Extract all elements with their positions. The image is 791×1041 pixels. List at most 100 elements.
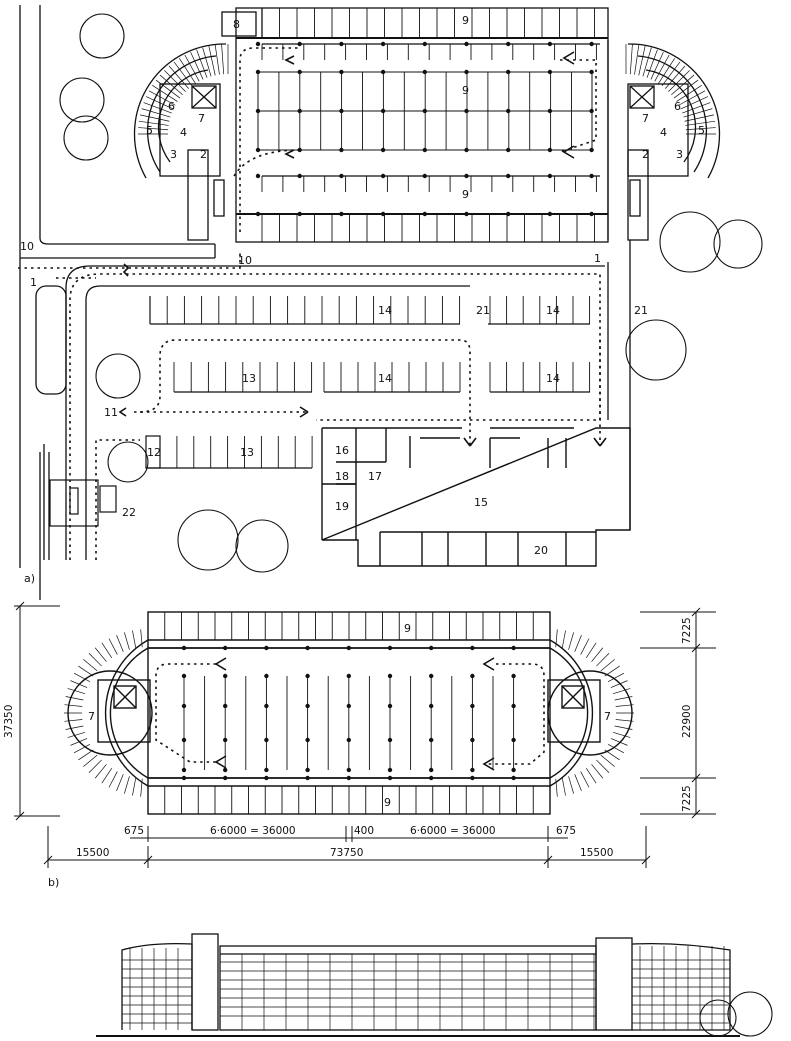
ramp-tread — [642, 47, 652, 77]
dim-total-height: 37350 — [3, 705, 15, 738]
column-dot — [181, 767, 187, 773]
column-dot — [346, 645, 351, 651]
column-dot — [429, 645, 434, 651]
ramp-tread — [615, 719, 634, 722]
column-dot — [346, 737, 351, 743]
ramp-tread — [685, 127, 716, 131]
column-dot — [339, 41, 344, 47]
ramp-tread — [673, 79, 699, 99]
label-10-right: 10 — [238, 254, 252, 267]
ramp-tread — [179, 58, 196, 84]
ramp-tread — [196, 49, 208, 78]
column-dot — [547, 69, 553, 75]
column-dot — [387, 673, 393, 679]
column-dot — [429, 737, 434, 743]
column-dot — [511, 645, 516, 651]
ramp-tread — [658, 58, 675, 84]
column-dot — [470, 673, 475, 679]
dim-bay-right: 6·6000 = 36000 — [410, 825, 496, 837]
ramp-tread — [561, 777, 566, 796]
column-dot — [380, 69, 386, 75]
ramp-tread — [83, 754, 98, 767]
ramp-tread — [661, 61, 681, 87]
ramp-tread — [64, 719, 83, 722]
column-dot — [589, 41, 594, 47]
ramp-tread — [139, 114, 170, 122]
ramp-tread — [140, 778, 143, 797]
column-dot — [339, 173, 344, 179]
ramp-tread — [132, 630, 137, 649]
column-dot — [346, 767, 351, 773]
column-dot — [264, 775, 269, 781]
column-dot — [422, 41, 427, 47]
column-dot — [511, 767, 516, 773]
column-dot — [429, 767, 434, 773]
ramp-tower-right — [627, 43, 721, 241]
column-dot — [223, 673, 228, 679]
column-dot — [506, 69, 511, 75]
column-dot — [506, 41, 511, 47]
column-dot — [223, 767, 228, 773]
ramp-tread — [73, 672, 91, 682]
ramp-tread — [155, 79, 181, 99]
column-dot — [511, 775, 516, 781]
traffic-arrows — [118, 51, 607, 447]
column-dot — [511, 737, 516, 743]
dim-bay-left: 6·6000 = 36000 — [210, 825, 296, 837]
column-dot — [547, 147, 553, 153]
column-dot — [387, 775, 393, 781]
column-dot — [264, 645, 269, 651]
column-dot — [380, 173, 386, 179]
ramp-tread — [138, 127, 169, 131]
ramp-tread — [613, 731, 631, 738]
ramp-tread — [676, 85, 702, 102]
column-dot — [297, 173, 302, 179]
label-13-b: 13 — [240, 446, 254, 459]
ramp-tread — [64, 704, 83, 707]
plan-a: 8 9 9 9 6 7 5 4 3 2 6 7 5 4 3 2 10 10 1 … — [18, 5, 763, 600]
ramp-tread — [78, 749, 94, 761]
column-dot — [255, 108, 261, 114]
traffic-flow-routes — [18, 47, 601, 560]
column-dot — [589, 69, 594, 75]
column-dot — [346, 703, 351, 709]
ramp-tread — [208, 45, 216, 76]
plan-b: 9 9 7 7 — [3, 601, 716, 889]
label-18: 18 — [335, 470, 349, 483]
ramp-tread — [94, 647, 107, 662]
ramp-left-treads — [138, 44, 229, 135]
ramp-tread — [70, 680, 88, 688]
column-dot — [429, 673, 434, 679]
ramp-tread — [555, 778, 558, 797]
label-14-d: 14 — [546, 372, 560, 385]
dim-center-gap: 400 — [354, 825, 374, 837]
ramp-tread — [88, 759, 102, 773]
label-8: 8 — [233, 18, 240, 31]
tree — [63, 115, 109, 161]
column-dot — [547, 108, 553, 114]
label-3-right: 3 — [676, 148, 683, 161]
column-dot — [255, 147, 261, 153]
room-7-right: 7 — [604, 710, 611, 723]
label-7-left: 7 — [198, 112, 205, 125]
column-dot — [305, 703, 310, 709]
label-14-b: 14 — [546, 304, 560, 317]
label-11: 11 — [104, 406, 118, 419]
column-dot — [264, 737, 269, 743]
column-dot — [297, 108, 302, 114]
tree — [659, 211, 721, 273]
label-6-left: 6 — [168, 100, 175, 113]
column-dot — [422, 69, 427, 75]
ramp-tread — [132, 777, 137, 796]
ramp-tread — [684, 114, 715, 122]
ramp-tread — [604, 749, 620, 761]
column-dot — [305, 775, 310, 781]
label-4-right: 4 — [660, 126, 667, 139]
ramp-tread — [190, 51, 204, 80]
ramp-tread — [108, 771, 118, 788]
site-trees — [59, 13, 763, 573]
ramp-tread — [682, 102, 711, 114]
ramp-tread — [580, 638, 590, 655]
elevation-trees — [699, 991, 773, 1037]
ramp-tread — [600, 754, 615, 767]
